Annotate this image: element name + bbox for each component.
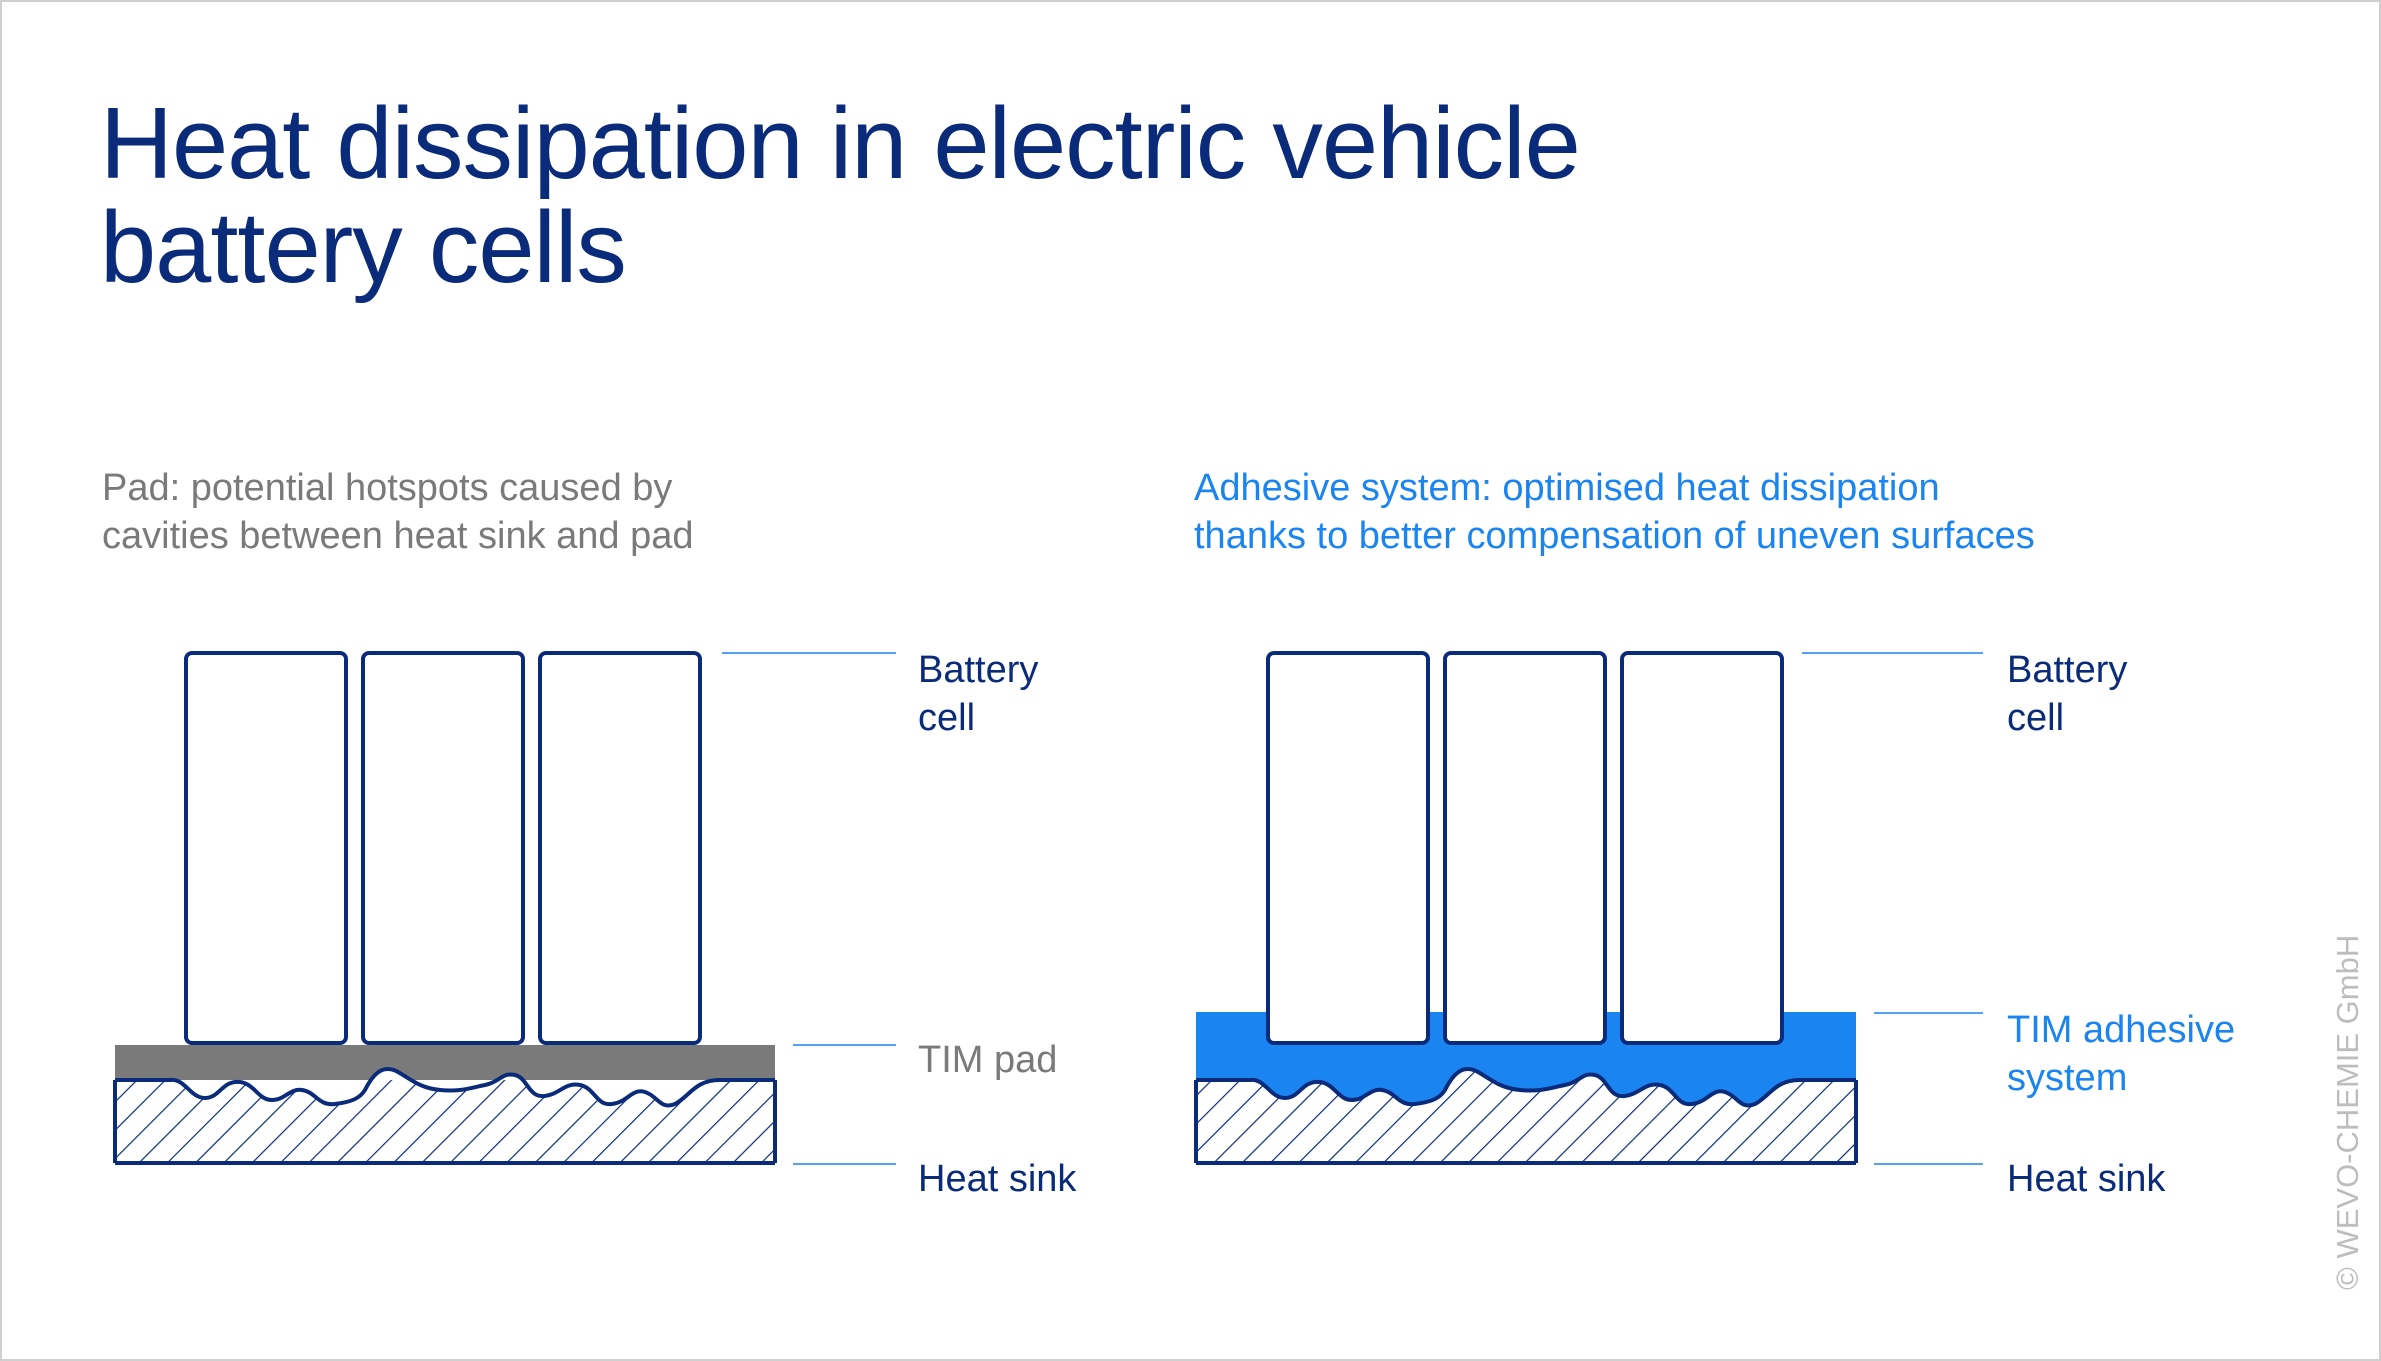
left-battery-cell-label: Battery cell [918, 646, 1038, 742]
left-battery-cells [184, 651, 702, 1045]
right-heat-sink-body [1196, 1069, 1856, 1163]
page-title: Heat dissipation in electric vehicle bat… [100, 88, 1581, 304]
left-heatsink-label-text: Heat sink [918, 1158, 1077, 1200]
left-tim-pad [115, 1045, 775, 1108]
right-panel-subtitle: Adhesive system: optimised heat dissipat… [1194, 464, 2035, 560]
left-battery-label-line-2: cell [918, 697, 976, 739]
left-heat-sink-label: Heat sink [918, 1155, 1076, 1203]
left-tim-pad-body [115, 1045, 775, 1080]
right-battery-label-line-2: cell [2007, 697, 2065, 739]
right-heat-sink-label: Heat sink [2007, 1155, 2165, 1203]
left-battery-label-line-1: Battery [918, 649, 1039, 691]
left-subtitle-line-2: cavities between heat sink and pad [102, 515, 694, 557]
right-heat-sink [1194, 1069, 1858, 1165]
left-battery-cell-1 [184, 651, 348, 1045]
title-line-2: battery cells [100, 192, 627, 304]
left-heat-sink-body [115, 1069, 775, 1163]
title-line-1: Heat dissipation in electric vehicle [100, 88, 1581, 200]
left-subtitle-line-1: Pad: potential hotspots caused by [102, 467, 673, 509]
right-battery-cell-3 [1620, 651, 1784, 1045]
left-panel-subtitle: Pad: potential hotspots caused by caviti… [102, 464, 694, 560]
left-battery-cell-2 [361, 651, 525, 1045]
right-tim-label-line-2: system [2007, 1057, 2128, 1099]
right-tim-adhesive-label: TIM adhesive system [2007, 1006, 2235, 1102]
left-tim-pad-label: TIM pad [918, 1036, 1057, 1084]
left-heat-sink-surface [115, 1067, 775, 1108]
left-heat-sink [113, 1069, 777, 1165]
right-heatsink-label-text: Heat sink [2007, 1158, 2166, 1200]
right-subtitle-line-2: thanks to better compensation of uneven … [1194, 515, 2035, 557]
left-tim-label-text: TIM pad [918, 1039, 1058, 1081]
right-battery-cell-label: Battery cell [2007, 646, 2127, 742]
right-battery-cells [1266, 651, 1784, 1045]
left-battery-cell-3 [538, 651, 702, 1045]
right-battery-label-line-1: Battery [2007, 649, 2128, 691]
copyright-notice: © WEVO-CHEMIE GmbH [2330, 934, 2365, 1290]
right-subtitle-line-1: Adhesive system: optimised heat dissipat… [1194, 467, 1940, 509]
right-battery-cell-1 [1266, 651, 1430, 1045]
right-battery-cell-2 [1443, 651, 1607, 1045]
right-tim-label-line-1: TIM adhesive [2007, 1009, 2236, 1051]
right-heat-sink-surface [1196, 1067, 1856, 1108]
